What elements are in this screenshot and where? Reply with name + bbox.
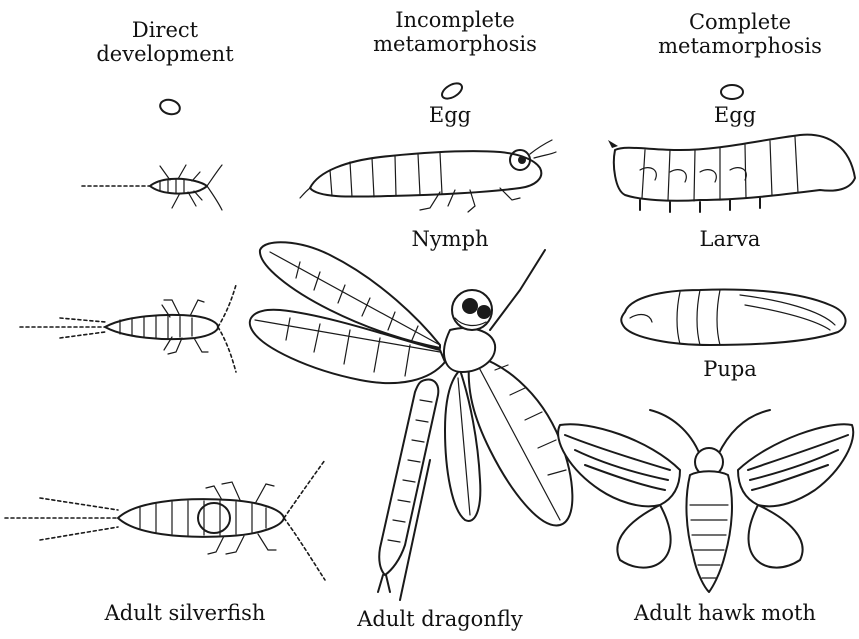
dragonfly-egg (439, 80, 464, 101)
label-complete-egg: Egg (690, 103, 780, 127)
silverfish-egg (159, 98, 182, 117)
silverfish-young-medium (20, 285, 236, 372)
label-incomplete-egg: Egg (405, 103, 495, 127)
dragonfly-nymph (300, 140, 556, 212)
label-adult-hawk-moth: Adult hawk moth (615, 601, 835, 625)
adult-dragonfly (250, 242, 573, 600)
adult-hawk-moth (558, 410, 853, 592)
moth-larva (608, 135, 855, 212)
moth-egg (721, 85, 743, 99)
silverfish-young-small (82, 165, 222, 210)
label-larva: Larva (675, 227, 785, 251)
label-pupa: Pupa (680, 357, 780, 381)
label-nymph: Nymph (385, 227, 515, 251)
label-adult-silverfish: Adult silverfish (85, 601, 285, 625)
moth-pupa (621, 290, 845, 345)
label-adult-dragonfly: Adult dragonfly (335, 607, 545, 631)
silverfish-adult (5, 460, 325, 580)
